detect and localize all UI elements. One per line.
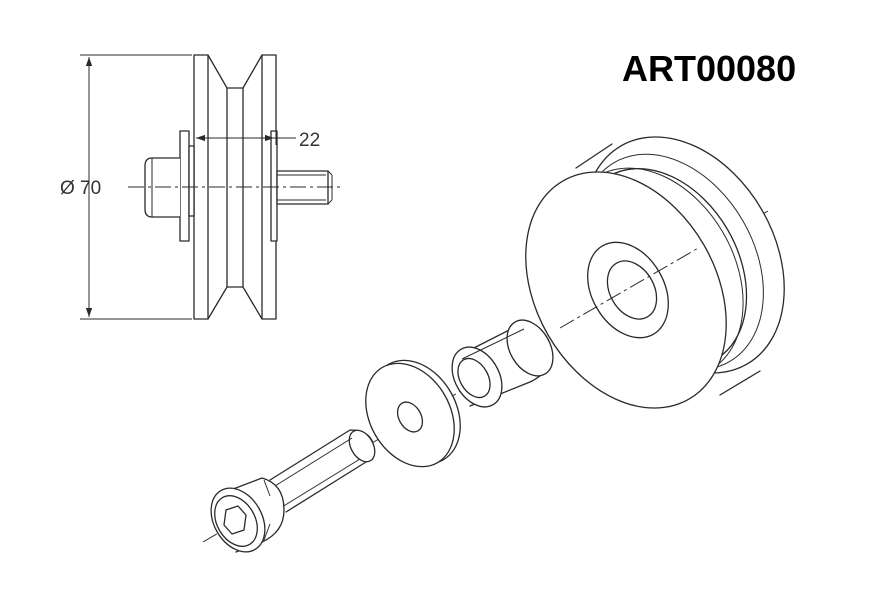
diameter-dimension: Ø 70 [60, 178, 101, 199]
spacer-bushing [451, 319, 554, 408]
side-view: Ø 70 22 [60, 54, 342, 320]
washer-side [179, 130, 190, 242]
cap-screw [210, 429, 376, 553]
exploded-view [202, 136, 785, 553]
width-dimension: 22 [299, 130, 320, 151]
hex-socket [223, 505, 247, 535]
part-number: ART00080 [622, 48, 796, 89]
pulley-bore [606, 260, 658, 320]
washer [365, 359, 461, 468]
pulley-wheel [525, 136, 785, 409]
